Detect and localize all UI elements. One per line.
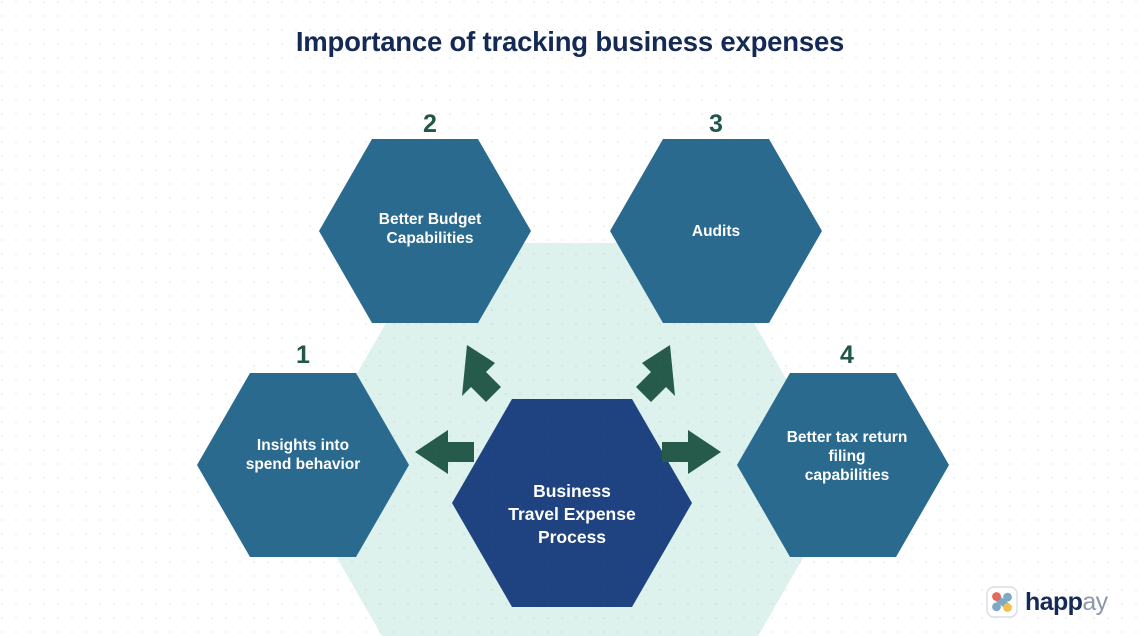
arrow-to-node-3 — [636, 345, 675, 402]
wordmark-light-part: ay — [1082, 587, 1108, 616]
hexagon-node-1[interactable] — [197, 373, 409, 557]
node-number-3: 3 — [709, 110, 723, 138]
hexagon-node-4[interactable] — [737, 373, 949, 557]
node-number-4: 4 — [840, 341, 854, 369]
hexagon-center[interactable] — [452, 399, 692, 607]
page-title: Importance of tracking business expenses — [295, 26, 845, 57]
happay-logo-mark-icon — [986, 586, 1018, 618]
hexagon-node-2[interactable] — [319, 139, 531, 323]
wordmark-dark-part: happ — [1025, 587, 1083, 616]
arrow-to-node-4 — [662, 430, 721, 474]
arrow-to-node-1 — [415, 430, 474, 474]
node-number-1: 1 — [296, 341, 310, 369]
arrow-to-node-2 — [462, 345, 501, 402]
hexagon-node-3[interactable] — [610, 139, 822, 323]
happay-wordmark: happay — [1025, 587, 1108, 616]
node-number-2: 2 — [423, 110, 437, 138]
happay-logo[interactable]: happay — [986, 583, 1108, 621]
